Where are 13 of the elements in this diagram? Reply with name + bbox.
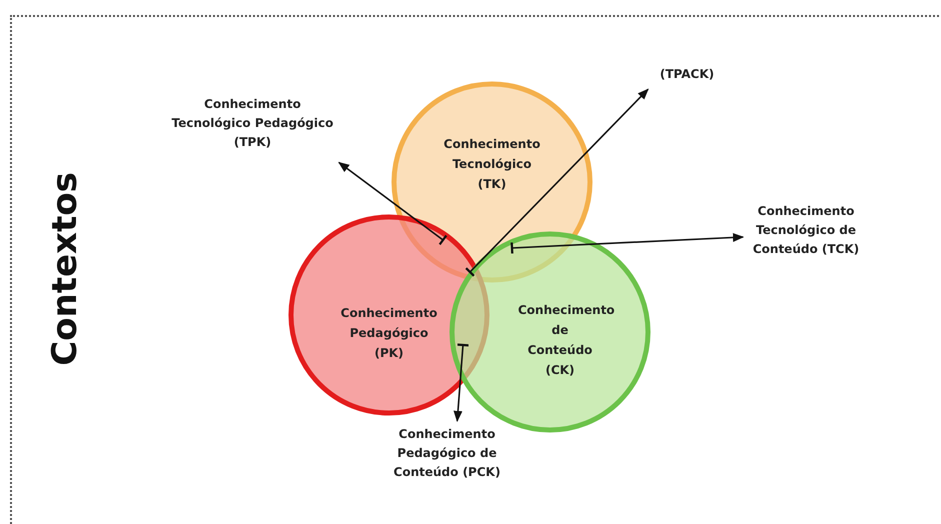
callout-label: Conhecimento Tecnológico Pedagógico (TPK) [170,95,335,152]
side-title: Contextos [44,172,85,366]
callout-label: Conhecimento Tecnológico de Conteúdo (TCK) [747,202,865,259]
leader-line [454,343,470,422]
circle-label: Conhecimento Pedagógico (PK) [340,306,438,360]
callout-label: Conhecimento Pedagógico de Conteúdo (PCK) [387,425,507,482]
dotted-frame [10,15,941,524]
leader-line [338,162,448,246]
leader-line [510,233,744,255]
circle-label: Conhecimento Tecnológico (TK) [444,137,540,191]
leader-line [464,88,649,278]
circle-label: Conhecimento de Conteúdo (CK) [518,303,615,377]
callout-label: (TPACK) [652,65,722,84]
